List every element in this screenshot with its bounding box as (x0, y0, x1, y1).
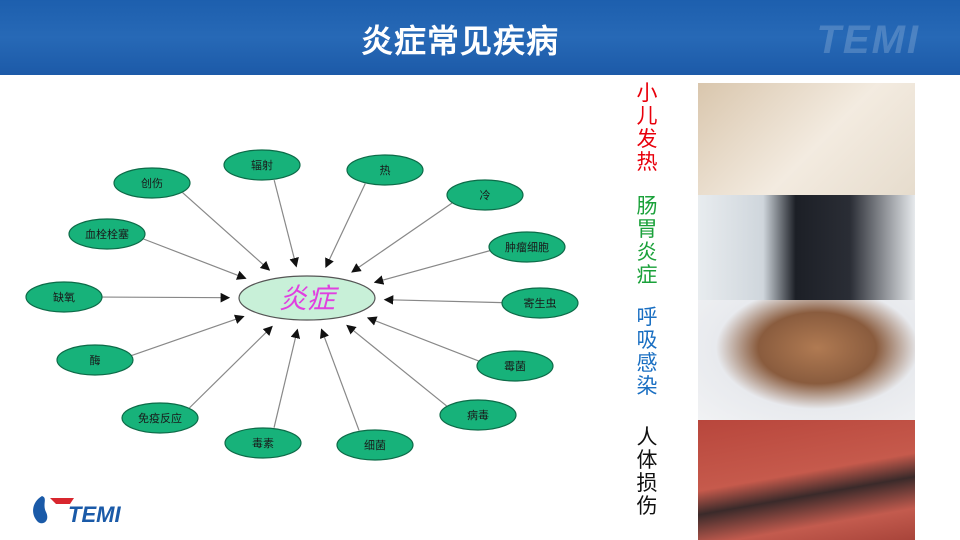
photo-sleeping-baby (698, 83, 915, 195)
cause-node (121, 402, 199, 434)
cause-node-label: 病毒 (467, 408, 489, 422)
category-label-injury: 人体损伤 (636, 425, 658, 518)
header-banner: TEMI 炎症常见疾病 (0, 0, 960, 75)
svg-text:TEMI: TEMI (68, 502, 121, 527)
cause-arrow (101, 292, 231, 303)
cause-node-label: 缺氧 (53, 290, 75, 304)
cause-arrow (366, 316, 480, 362)
cause-node-label: 细菌 (364, 439, 386, 452)
cause-arrow (273, 180, 299, 268)
photo-runner-injury (698, 420, 915, 540)
cause-node (56, 344, 134, 376)
cause-node (336, 429, 414, 461)
cause-node-label: 免疫反应 (138, 411, 182, 425)
cause-arrow (189, 325, 273, 409)
cause-node (476, 350, 554, 382)
temi-logo: TEMI (33, 496, 121, 527)
watermark-logo: TEMI (816, 18, 920, 62)
category-label-fever: 小儿发热 (636, 81, 658, 174)
cause-node (501, 287, 579, 319)
cause-arrow (273, 328, 301, 428)
cause-node-label: 酶 (90, 354, 101, 367)
cause-node-label: 冷 (480, 189, 491, 202)
cause-node-label: 毒素 (252, 437, 274, 450)
cause-node-label: 肿瘤细胞 (505, 240, 549, 254)
center-node (238, 275, 376, 321)
cause-node (488, 231, 566, 263)
cause-arrow (325, 183, 366, 269)
cause-node-label: 寄生虫 (524, 296, 557, 310)
photo-man-throat (698, 300, 915, 420)
cause-node-label: 辐射 (251, 158, 273, 172)
photo-man-stomach (698, 195, 915, 300)
cause-arrow (142, 238, 247, 280)
cause-node (113, 167, 191, 199)
cause-arrow (319, 328, 360, 431)
cause-node (25, 281, 103, 313)
cause-node (224, 427, 302, 459)
cause-node-label: 热 (380, 164, 391, 177)
cause-node-label: 创伤 (141, 177, 163, 190)
cause-node (346, 154, 424, 186)
cause-node (439, 399, 517, 431)
cause-arrow (182, 192, 271, 271)
page-title: 炎症常见疾病 (360, 22, 559, 60)
cause-arrow (346, 324, 448, 407)
category-label-respiratory: 呼吸感染 (636, 305, 658, 398)
cause-arrow (351, 202, 453, 273)
cause-node (446, 179, 524, 211)
category-label-gastro: 肠胃炎症 (636, 194, 658, 287)
cause-node-label: 血栓栓塞 (85, 227, 129, 241)
cause-node-label: 霉菌 (504, 360, 526, 373)
cause-arrow (131, 314, 245, 357)
cause-node (68, 218, 146, 250)
center-node-label: 炎症 (279, 282, 340, 315)
cause-node (223, 149, 301, 181)
cause-arrow (373, 250, 491, 285)
cause-arrow (383, 295, 503, 305)
